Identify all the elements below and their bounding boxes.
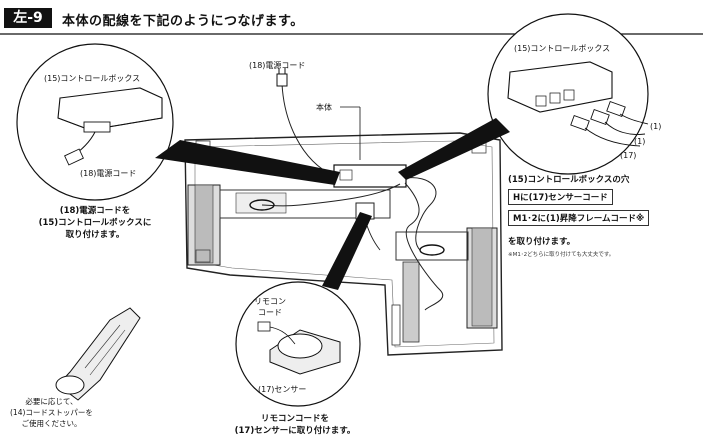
bottom-instruction-line1: リモコンコードを bbox=[260, 414, 329, 424]
bottom-instruction-line2: (17)センサーに取り付けます。 bbox=[234, 426, 356, 436]
main-body-label: 本体 bbox=[316, 103, 332, 112]
step-badge: 左-9 bbox=[4, 8, 52, 28]
sensor-label: (17)センサー bbox=[258, 385, 307, 394]
cord-stopper-note: 必要に応じて、 (14)コードストッパーを ご使用ください。 bbox=[10, 397, 93, 428]
left-instruction-line1: (18)電源コードを bbox=[59, 206, 131, 216]
control-box-label-right: (15)コントロールボックス bbox=[514, 44, 611, 53]
right-instruction-heading: (15)コントロールボックスの穴 bbox=[508, 175, 630, 185]
sensor-port-box: Hに(17)センサーコード bbox=[508, 189, 613, 205]
right-instruction-attach: を取り付けます。 bbox=[508, 237, 576, 247]
left-instruction-line2: (15)コントロールボックスに bbox=[38, 218, 152, 228]
remote-code-label: リモコン コード bbox=[254, 297, 286, 317]
part-1-label-a: (1) bbox=[650, 122, 662, 131]
page-title: 本体の配線を下記のようにつなげます。 bbox=[62, 14, 304, 29]
part-1-label-b: (1) bbox=[634, 137, 646, 146]
power-cord-label-left: (18)電源コード bbox=[80, 169, 137, 178]
left-instruction: (18)電源コードを (15)コントロールボックスに 取り付けます。 bbox=[30, 204, 160, 240]
power-cord-label-top: (18)電源コード bbox=[249, 61, 306, 70]
bottom-instruction: リモコンコードを (17)センサーに取り付けます。 bbox=[210, 412, 380, 436]
part-17-label: (17) bbox=[620, 151, 637, 160]
control-box-label-left: (15)コントロールボックス bbox=[44, 74, 141, 83]
left-instruction-line3: 取り付けます。 bbox=[65, 230, 125, 240]
right-instruction-note: ※M1･2どちらに取り付けても大丈夫です。 bbox=[508, 252, 615, 258]
frame-port-box: M1･2に(1)昇降フレームコード※ bbox=[508, 210, 650, 226]
